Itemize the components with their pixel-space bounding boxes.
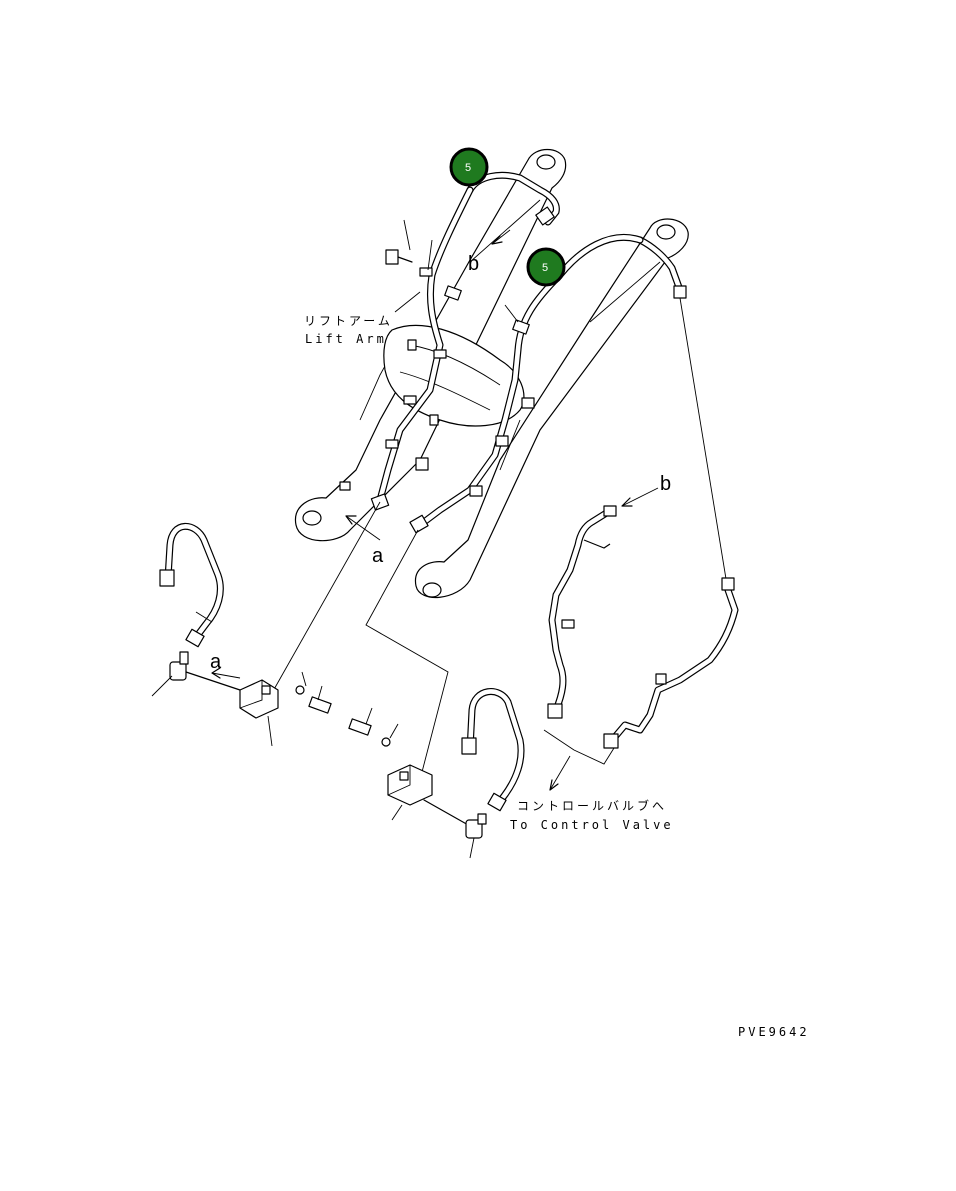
part-callout-1[interactable]: 5	[449, 147, 489, 187]
lift-arm-label-jp: リフトアーム	[304, 314, 393, 328]
view-a-marker-left: a	[210, 651, 222, 673]
view-b-marker-top: b	[468, 253, 479, 275]
right-lower-tube	[461, 688, 525, 859]
part-callout-2[interactable]: 5	[526, 247, 566, 287]
view-a-marker-top: a	[372, 545, 384, 567]
valve-block-left	[239, 671, 332, 747]
right-pipe-assembly	[543, 505, 739, 791]
control-valve-label-jp: コントロールバルブへ	[517, 798, 667, 813]
part-callout-2-number: 5	[542, 262, 548, 274]
diagram-labels: リフトアーム Lift Arm コントロールバルブへ To Control Va…	[210, 253, 810, 1039]
lift-arm-label-en: Lift Arm	[305, 332, 387, 346]
control-valve-label-en: To Control Valve	[510, 818, 674, 832]
valve-block-right	[348, 707, 471, 827]
leader-lines-upper	[345, 219, 659, 541]
drawing-code: PVE9642	[738, 1025, 810, 1039]
view-b-marker-right: b	[660, 473, 671, 495]
right-lift-arm	[414, 218, 689, 599]
part-callout-1-number: 5	[465, 162, 471, 174]
right-upper-pipe	[409, 233, 687, 534]
connection-lines	[267, 297, 728, 773]
left-lower-tube	[159, 522, 224, 648]
fitting-left	[151, 651, 241, 697]
